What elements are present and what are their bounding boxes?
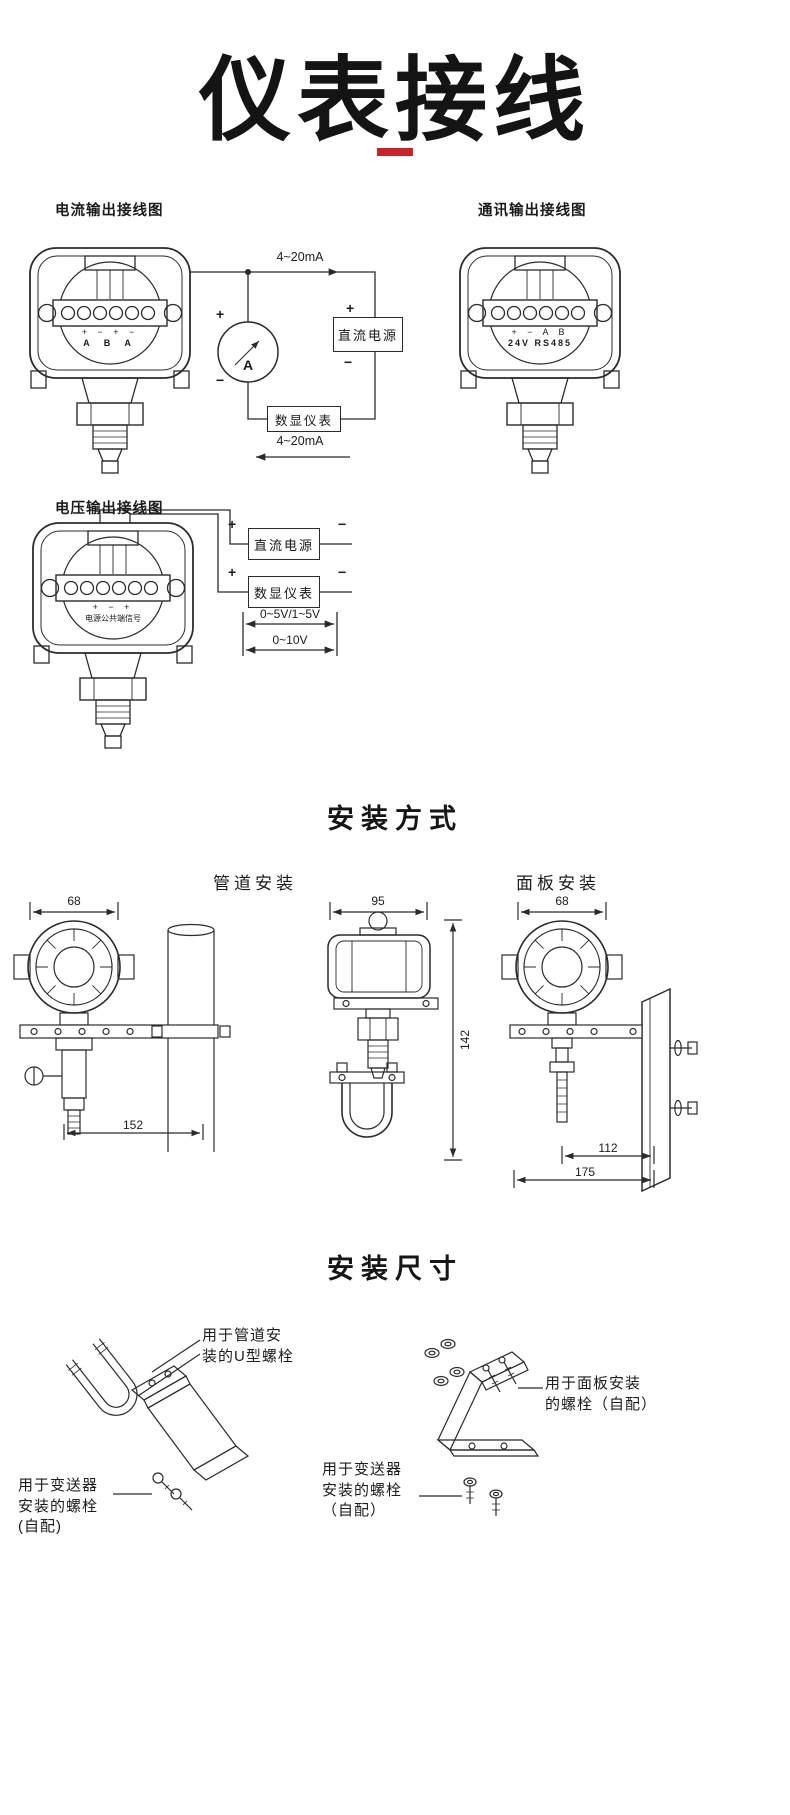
voltage-dc-minus-sign: − — [338, 516, 347, 532]
current-signal-top-label: 4~20mA — [276, 250, 324, 264]
voltage-output-label: 电压输出接线图 — [55, 501, 164, 517]
pipe-mount-drawing — [13, 902, 231, 1152]
current-wiring-lines — [190, 268, 376, 461]
dim-pipe-offset: 152 — [113, 1118, 153, 1132]
callout-u-bolt: 用于管道安 装的U型螺栓 — [202, 1327, 294, 1365]
dc-power-box: 直流电源 — [333, 317, 403, 352]
dim-pipe-width: 68 — [56, 894, 92, 908]
dim-bracket-height: 142 — [458, 1020, 474, 1060]
comm-transmitter-drawing — [459, 247, 621, 474]
dc-power-minus-sign: − — [344, 354, 353, 370]
panel-mount-drawing — [501, 902, 698, 1193]
ammeter-minus-sign: − — [216, 372, 225, 388]
voltage-display-box: 数显仪表 — [248, 576, 320, 608]
dim-bracket-width: 95 — [360, 894, 396, 908]
bracket-mount-drawing — [327, 902, 462, 1161]
voltage-terminal-note: 电源公共端信号 — [85, 614, 141, 623]
callout-panel-bolt: 用于面板安装 的螺栓（自配） — [545, 1375, 658, 1413]
page-title: 仪表接线 — [198, 50, 591, 152]
voltage-display-minus-sign: − — [338, 564, 347, 580]
current-terminal-letters: A B A — [83, 338, 137, 348]
install-method-heading: 安装方式 — [327, 804, 463, 834]
current-transmitter-drawing — [29, 247, 191, 474]
dc-power-plus-sign: + — [346, 300, 355, 316]
voltage-display-plus-sign: + — [228, 564, 237, 580]
voltage-dc-plus-sign: + — [228, 516, 237, 532]
u-bolt-hardware-drawing — [65, 1338, 250, 1511]
callout-transmitter-bolt-left: 用于变送器 安装的螺栓 (自配) — [18, 1477, 99, 1536]
comm-terminal-letters: 24V RS485 — [507, 338, 573, 348]
panel-install-label: 面板安装 — [516, 874, 600, 893]
current-signal-bottom-label: 4~20mA — [276, 434, 324, 448]
current-output-label: 电流输出接线图 — [55, 203, 164, 219]
voltage-wiring-lines — [99, 509, 352, 656]
install-size-heading: 安装尺寸 — [327, 1254, 463, 1284]
voltage-range-2-label: 0~10V — [272, 633, 308, 647]
title-accent-bar — [377, 148, 413, 156]
pipe-install-label: 管道安装 — [213, 874, 297, 893]
callout-transmitter-bolt-right: 用于变送器 安装的螺栓 （自配） — [322, 1461, 403, 1520]
voltage-terminal-marks: + − + — [92, 602, 134, 612]
voltage-range-1-label: 0~5V/1~5V — [259, 607, 321, 621]
display-meter-box: 数显仪表 — [267, 406, 341, 432]
dim-panel-inner: 112 — [588, 1141, 628, 1155]
ammeter-symbol: A — [242, 357, 254, 373]
current-terminal-marks: + − + − — [81, 327, 139, 337]
dim-panel-outer: 175 — [565, 1165, 605, 1179]
voltage-dc-power-box: 直流电源 — [248, 528, 320, 560]
comm-output-label: 通讯输出接线图 — [478, 203, 587, 219]
panel-bolt-hardware-drawing — [419, 1338, 543, 1516]
comm-terminal-marks: + − A B — [511, 327, 569, 337]
dim-panel-width: 68 — [544, 894, 580, 908]
voltage-transmitter-drawing — [32, 522, 194, 749]
ammeter-plus-sign: + — [216, 306, 225, 322]
